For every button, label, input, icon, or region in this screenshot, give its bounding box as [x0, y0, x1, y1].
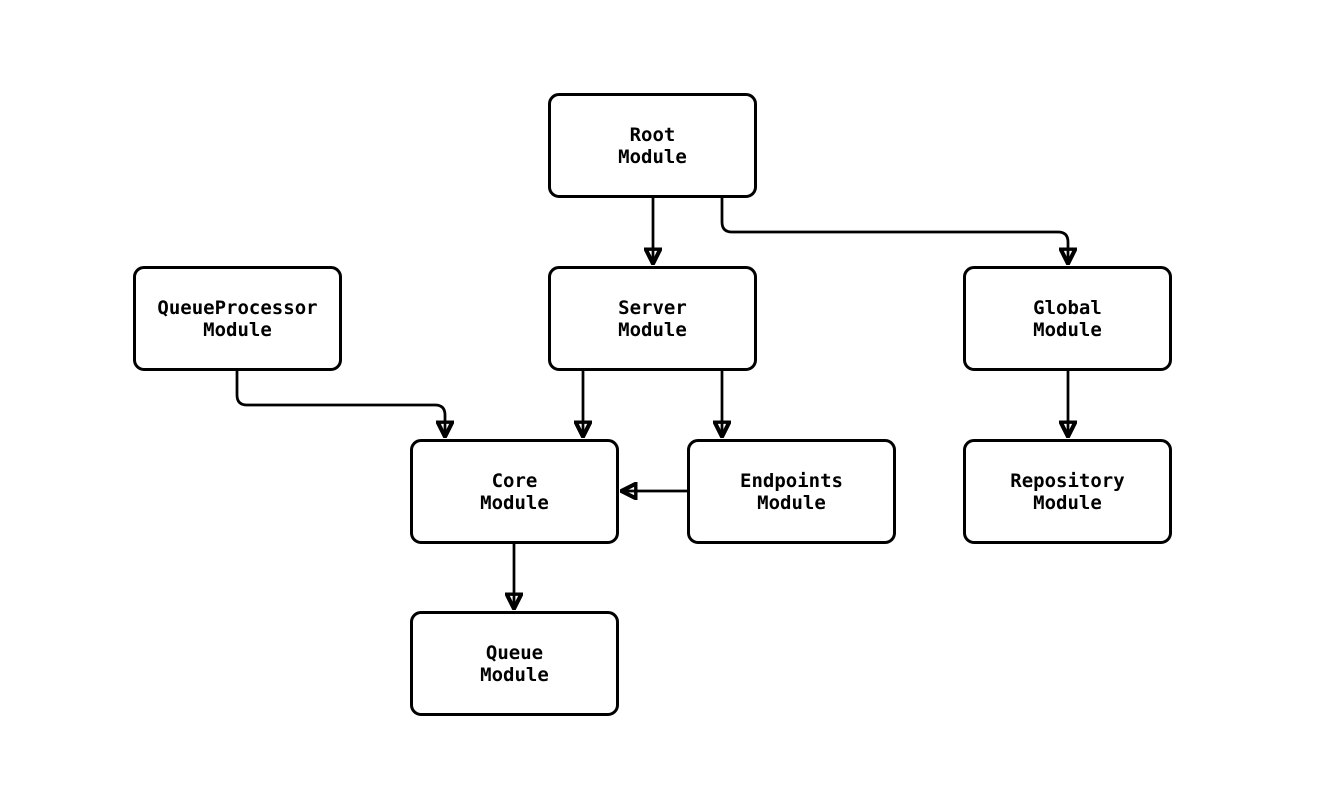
node-global-module-label: Global Module — [1033, 296, 1102, 341]
edge-queueprocessor-to-core — [235, 371, 445, 436]
node-repository-module-label: Repository Module — [1010, 469, 1125, 514]
node-global-module: Global Module — [963, 266, 1172, 371]
node-queue-module-label: Queue Module — [480, 641, 549, 686]
node-queueprocessor-module-label: QueueProcessor Module — [157, 296, 318, 341]
node-endpoints-module-label: Endpoints Module — [740, 469, 843, 514]
node-server-module: Server Module — [548, 266, 757, 371]
node-server-module-label: Server Module — [618, 296, 687, 341]
node-queue-module: Queue Module — [410, 611, 619, 716]
node-repository-module: Repository Module — [963, 439, 1172, 544]
node-core-module-label: Core Module — [480, 469, 549, 514]
node-queueprocessor-module: QueueProcessor Module — [133, 266, 342, 371]
node-endpoints-module: Endpoints Module — [687, 439, 896, 544]
node-root-module-label: Root Module — [618, 123, 687, 168]
node-core-module: Core Module — [410, 439, 619, 544]
node-root-module: Root Module — [548, 93, 757, 198]
edge-root-to-global — [720, 198, 1068, 263]
